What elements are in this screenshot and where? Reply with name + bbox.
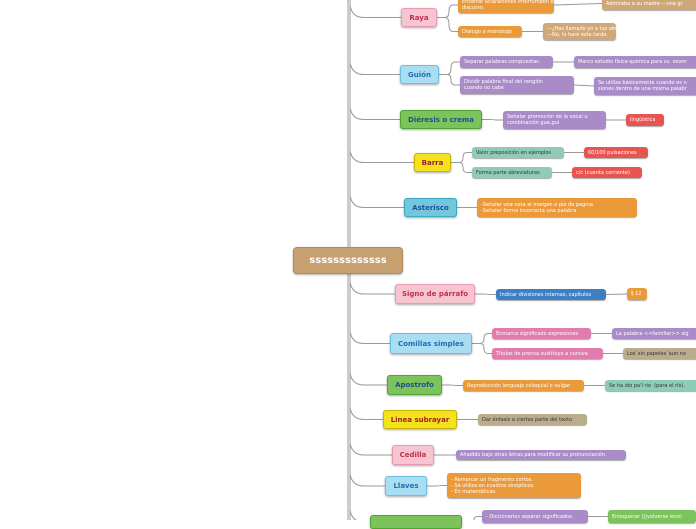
subtopic-5-0[interactable]: Indicar divisiones internas, capítulos	[496, 289, 606, 300]
branch-10[interactable]: Llaves	[385, 476, 427, 496]
detail-0-0-0[interactable]: Admiraba a su madre —una gr	[602, 0, 696, 10]
connector-line	[473, 516, 482, 520]
branch-5[interactable]: Signo de párrafo	[395, 284, 475, 304]
subtopic-1-0[interactable]: Separar palabras compuestas.	[460, 56, 553, 68]
connector-line	[437, 4, 458, 18]
branch-0[interactable]: Raya	[401, 8, 437, 27]
branch-3[interactable]: Barra	[414, 153, 451, 172]
connector-line	[482, 119, 503, 121]
branch-9[interactable]: Cedilla	[392, 445, 434, 465]
detail-6-1-0[interactable]: Los`sin papeles´aun no	[623, 348, 696, 359]
connector-line	[349, 281, 395, 295]
detail-3-1-0[interactable]: c/c (cuenta corriente)	[572, 167, 642, 178]
detail-1-1-0[interactable]: Se utiliza básicamente cuando es n sione…	[594, 77, 696, 95]
connector-line	[451, 152, 472, 163]
subtopic-3-1[interactable]: Forma parte abreviaturas	[472, 167, 552, 178]
connector-line	[472, 343, 492, 354]
subtopic-3-0[interactable]: Valor preposición en ejemplos	[472, 147, 564, 158]
detail-7-0-0[interactable]: Se ha ido pa'l rio (para el río).	[605, 380, 696, 391]
subtopic-0-0[interactable]: Encerrar aclaraciones interrumpen el dis…	[458, 0, 554, 13]
connector-line	[605, 293, 628, 295]
connector-line	[553, 3, 603, 6]
connector-line	[349, 331, 390, 344]
connector-line	[349, 5, 401, 18]
branch-11[interactable]	[370, 515, 462, 529]
detail-3-0-0[interactable]: 60/100 pulsaciones	[584, 147, 648, 158]
subtopic-0-1[interactable]: Dialogo o monologo	[458, 26, 522, 37]
branch-7[interactable]: Apostrofo	[387, 375, 442, 395]
branch-8[interactable]: Linea subrayar	[383, 410, 457, 429]
connector-line	[349, 473, 385, 487]
connector-line	[349, 442, 392, 456]
subtopic-10-0[interactable]: - Remarcar un fragmento cortos. - Se uti…	[447, 473, 581, 498]
connector-line	[349, 372, 387, 386]
branch-6[interactable]: Comillas simples	[390, 333, 472, 354]
branch-4[interactable]: Asterisco	[404, 198, 457, 217]
subtopic-2-0[interactable]: Señalar promoción de la vocal u combinac…	[503, 111, 606, 129]
subtopic-9-0[interactable]: Añadido bajo otras letras para modificar…	[456, 450, 626, 460]
connector-line	[475, 293, 496, 295]
connector-line	[349, 407, 383, 420]
detail-11-0-0[interactable]: Enloquecer (||volverse loco)	[608, 510, 696, 523]
branch-2[interactable]: Diéresis o crema	[400, 110, 482, 129]
detail-2-0-0[interactable]: lingüística	[626, 114, 664, 126]
detail-1-0-0[interactable]: Marco estudio física-química para su exa…	[574, 56, 696, 68]
connector-line	[349, 150, 414, 163]
subtopic-6-1[interactable]: Títulos de prensa sustituye a cursiva	[492, 348, 603, 359]
central-topic[interactable]: sssssssssssss	[293, 247, 403, 274]
connector-line	[427, 485, 447, 487]
subtopic-11-0[interactable]: - Diccionarios separar significados.	[482, 510, 588, 523]
detail-6-0-0[interactable]: La palabra <<familiar>> sig	[612, 328, 696, 339]
connector-line	[437, 17, 458, 32]
detail-0-1-0[interactable]: —¿Has llamado yo a tus abuelos? —No, lo …	[543, 23, 616, 40]
subtopic-8-0[interactable]: Dar énfasis a ciertas parte del texto	[478, 414, 587, 425]
connector-line	[439, 61, 460, 75]
connector-line	[349, 62, 400, 75]
branch-1[interactable]: Guión	[400, 65, 439, 84]
subtopic-4-0[interactable]: -Señalar una nota al margen o pie de pag…	[477, 198, 637, 217]
connector-line	[349, 107, 400, 120]
subtopic-7-0[interactable]: Reproducción lenguaje coloquial o vulgar	[463, 380, 584, 391]
subtopic-1-1[interactable]: Dividir palabra final del renglón cuando…	[460, 76, 574, 94]
connector-line	[573, 84, 595, 87]
connector-line	[349, 195, 404, 208]
connector-line	[439, 74, 460, 86]
subtopic-6-0[interactable]: Enmarca significado expresiones	[492, 328, 591, 339]
detail-5-0-0[interactable]: § 12	[627, 288, 647, 300]
connector-line	[472, 333, 492, 344]
connector-line	[451, 162, 472, 173]
connector-line	[349, 509, 357, 520]
connector-line	[442, 384, 463, 386]
